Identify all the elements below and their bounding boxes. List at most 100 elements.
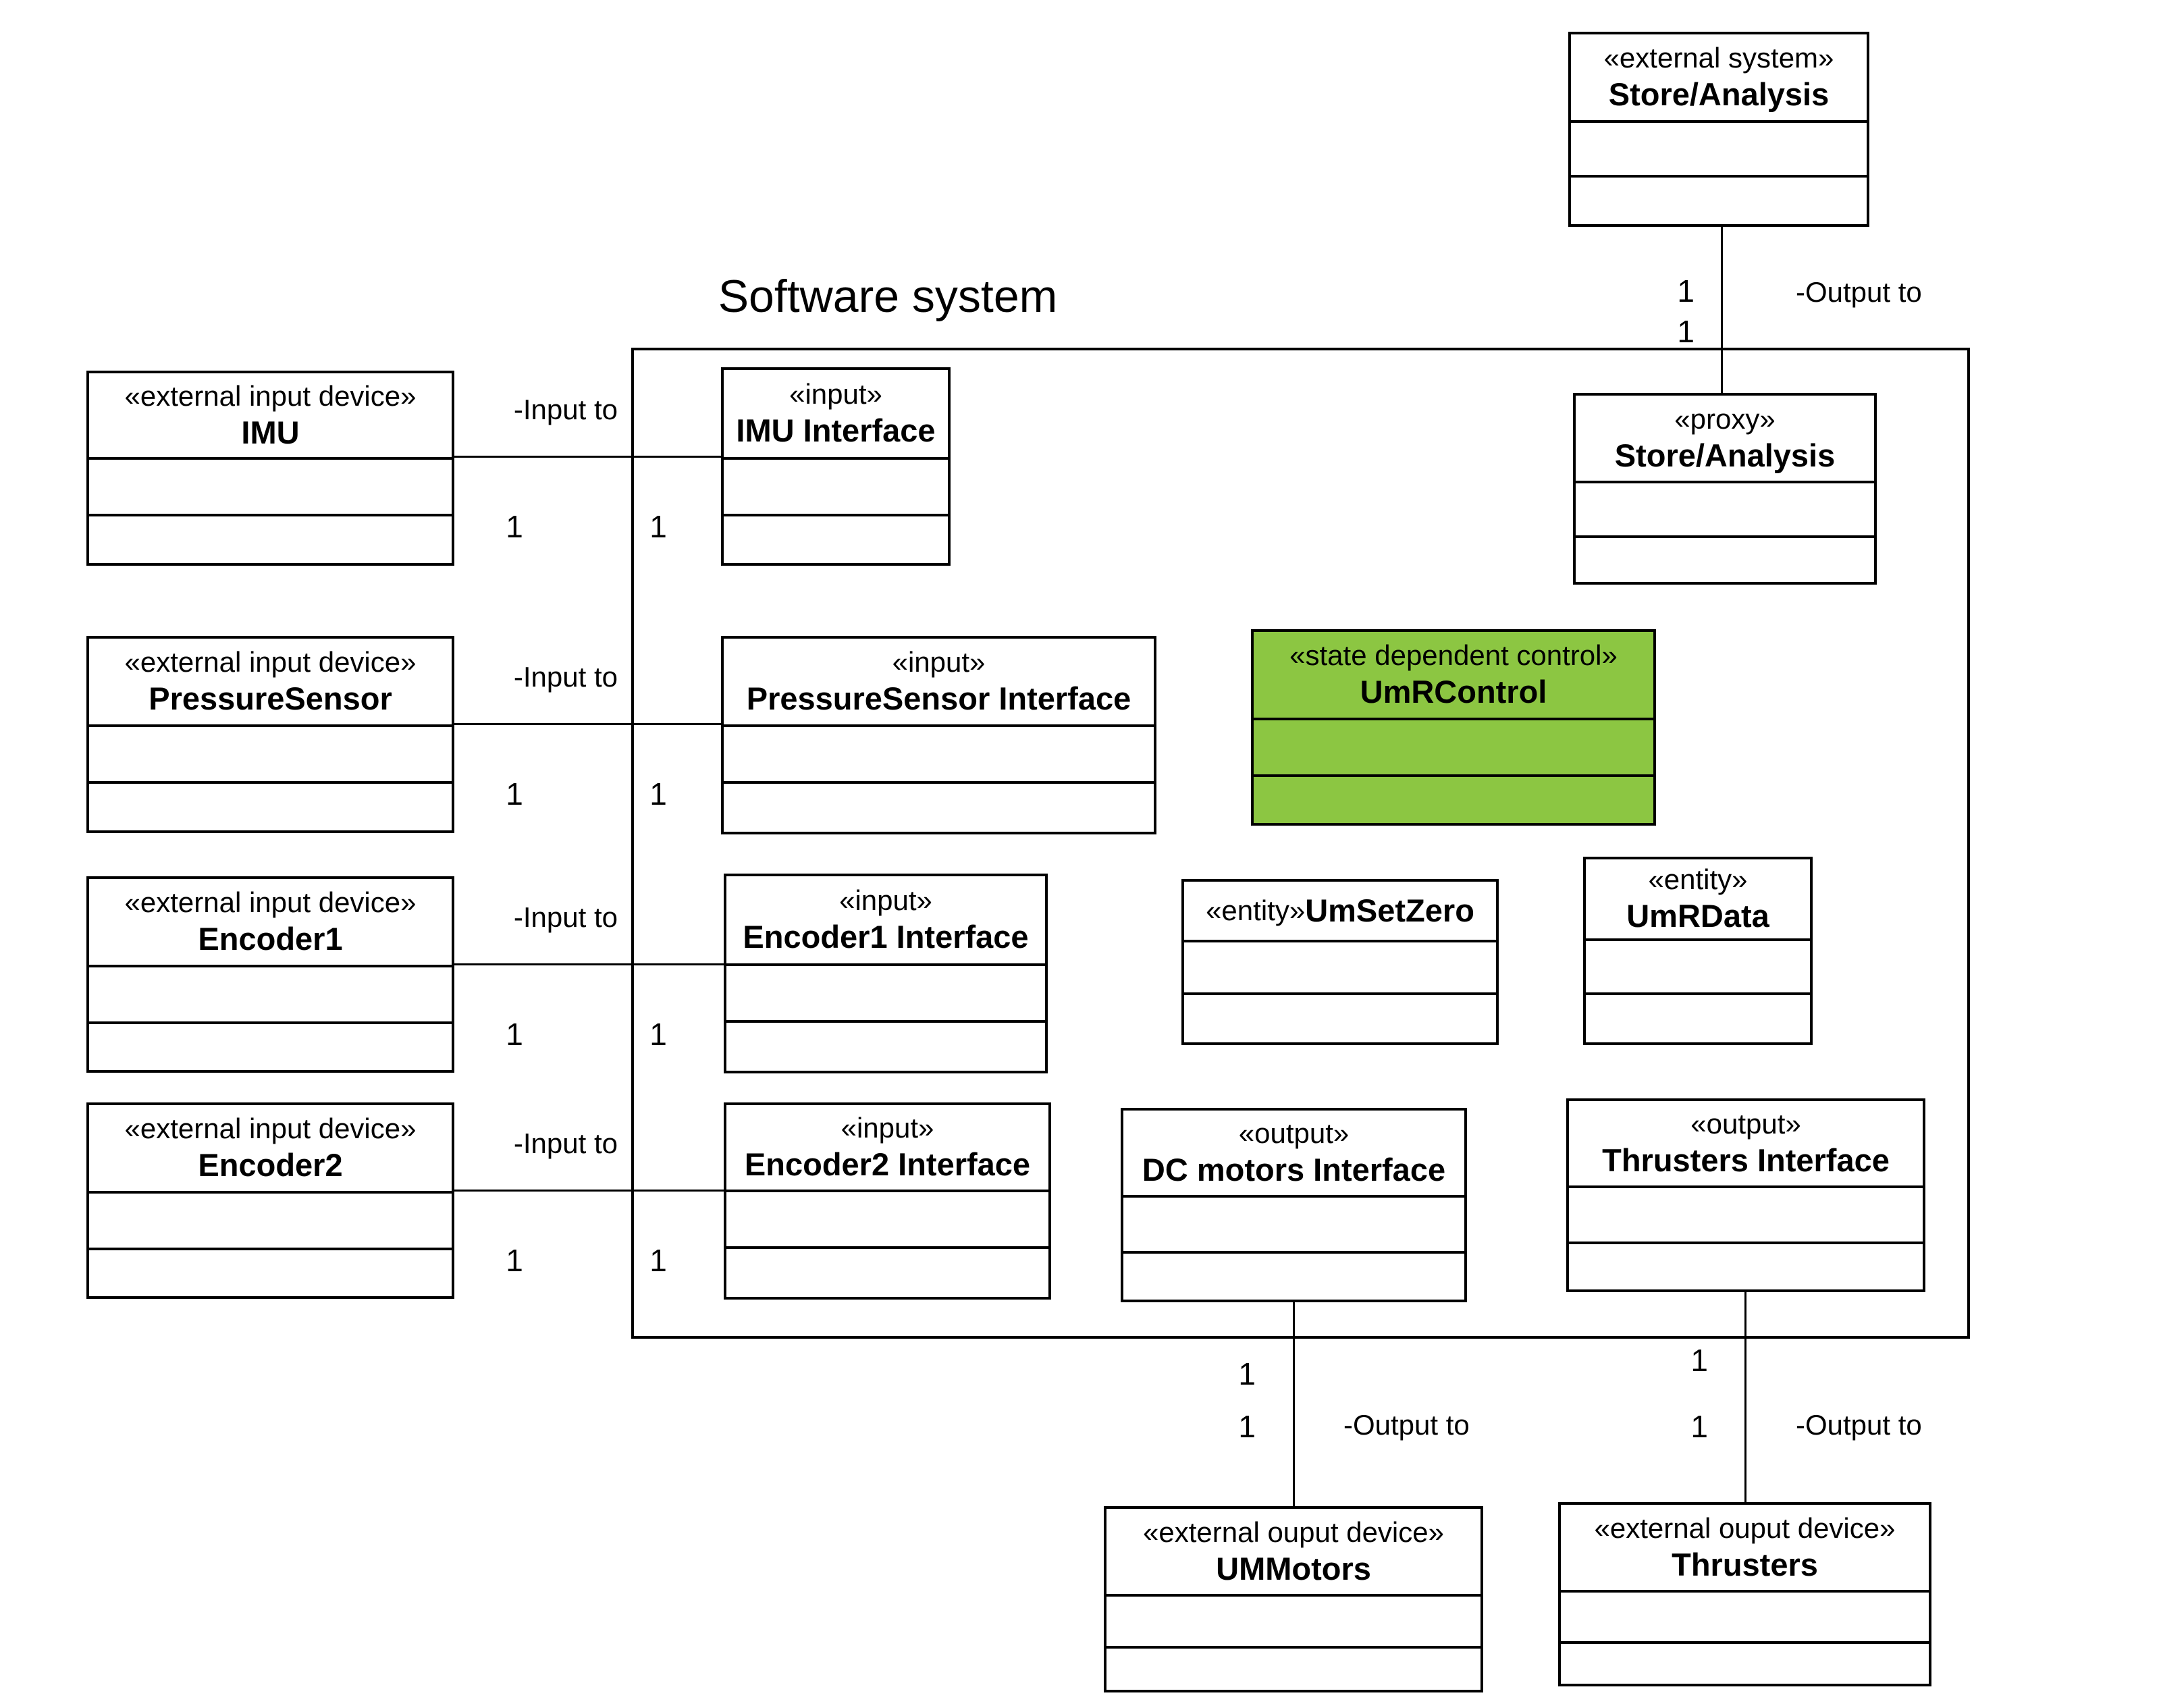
- class-box-pressuresensor: «external input device» PressureSensor: [86, 636, 454, 833]
- class-box-umsetzero: «entity»UmSetZero: [1181, 879, 1499, 1045]
- class-title: «input» IMU Interface: [724, 370, 948, 457]
- operations-compartment: [89, 1248, 452, 1296]
- attributes-compartment: [89, 1191, 452, 1248]
- edge-multiplicity: 1: [1238, 1356, 1256, 1391]
- edge-imu-to-interface: [454, 456, 721, 458]
- edge-multiplicity: 1: [649, 1243, 667, 1278]
- operations-compartment: [89, 1021, 452, 1070]
- attributes-compartment: [1106, 1594, 1480, 1646]
- class-name: Store/Analysis: [1608, 76, 1830, 113]
- class-box-proxy-store-analysis: «proxy» Store/Analysis: [1573, 393, 1877, 585]
- operations-compartment: [1576, 535, 1874, 582]
- system-boundary-title: Software system: [718, 271, 1058, 322]
- class-name: IMU: [241, 414, 300, 450]
- class-box-ext-store-analysis: «external system» Store/Analysis: [1568, 32, 1869, 227]
- class-box-encoder2: «external input device» Encoder2: [86, 1102, 454, 1299]
- class-title: «output» DC motors Interface: [1123, 1111, 1464, 1195]
- edge-role-label: -Input to: [513, 394, 618, 425]
- class-title: «external input device» Encoder1: [89, 879, 452, 965]
- stereotype-label: «proxy»: [1674, 402, 1776, 435]
- attributes-compartment: [89, 724, 452, 781]
- edge-extstore-to-proxy: [1721, 227, 1723, 393]
- operations-compartment: [89, 781, 452, 830]
- class-box-ummotors: «external ouput device» UMMotors: [1104, 1506, 1483, 1692]
- attributes-compartment: [1576, 481, 1874, 535]
- stereotype-label: «external ouput device»: [1143, 1516, 1444, 1548]
- class-box-thrusters-interface: «output» Thrusters Interface: [1566, 1098, 1925, 1292]
- operations-compartment: [1569, 1242, 1923, 1289]
- class-name: Thrusters: [1672, 1546, 1818, 1582]
- class-title: «entity»UmSetZero: [1184, 882, 1496, 940]
- class-box-pressuresensor-interface: «input» PressureSensor Interface: [721, 636, 1156, 834]
- attributes-compartment: [1254, 718, 1653, 774]
- class-name: PressureSensor Interface: [746, 680, 1131, 717]
- class-box-encoder1-interface: «input» Encoder1 Interface: [724, 874, 1048, 1073]
- operations-compartment: [1571, 175, 1867, 224]
- stereotype-label: «output»: [1690, 1108, 1801, 1140]
- stereotype-label: «external input device»: [124, 646, 417, 678]
- stereotype-label: «input»: [841, 1112, 934, 1144]
- stereotype-label: «external system»: [1603, 42, 1834, 74]
- edge-encoder1-to-interface: [454, 963, 724, 965]
- stereotype-label: «state dependent control»: [1289, 639, 1618, 672]
- operations-compartment: [1184, 992, 1496, 1042]
- operations-compartment: [726, 1020, 1045, 1071]
- class-name: Store/Analysis: [1614, 437, 1836, 473]
- attributes-compartment: [1569, 1185, 1923, 1242]
- stereotype-label: «entity»: [1206, 895, 1306, 927]
- edge-role-label: -Output to: [1796, 1409, 1922, 1441]
- class-name: UMMotors: [1216, 1550, 1371, 1586]
- attributes-compartment: [724, 724, 1154, 781]
- class-box-imu-interface: «input» IMU Interface: [721, 367, 951, 566]
- operations-compartment: [1123, 1251, 1464, 1300]
- class-name: Thrusters Interface: [1602, 1142, 1890, 1179]
- class-title: «external system» Store/Analysis: [1571, 34, 1867, 120]
- class-box-umrcontrol: «state dependent control» UmRControl: [1251, 629, 1656, 826]
- class-name: UmSetZero: [1305, 892, 1474, 929]
- edge-multiplicity: 1: [506, 1017, 523, 1052]
- stereotype-label: «entity»: [1648, 863, 1748, 896]
- edge-role-label: -Input to: [513, 1127, 618, 1159]
- class-name: Encoder1 Interface: [743, 919, 1029, 955]
- edge-thrustersif-to-thrusters: [1744, 1292, 1746, 1502]
- attributes-compartment: [1123, 1195, 1464, 1251]
- class-title: «input» PressureSensor Interface: [724, 639, 1154, 724]
- edge-dcmotors-to-ummotors: [1293, 1302, 1295, 1506]
- edge-multiplicity: 1: [506, 1243, 523, 1278]
- stereotype-label: «output»: [1238, 1117, 1350, 1150]
- operations-compartment: [1586, 992, 1810, 1042]
- edge-role-label: -Input to: [513, 661, 618, 693]
- operations-compartment: [724, 781, 1154, 832]
- attributes-compartment: [1561, 1590, 1929, 1641]
- system-boundary: [631, 348, 1970, 1339]
- edge-multiplicity: 1: [1690, 1343, 1708, 1378]
- attributes-compartment: [89, 965, 452, 1021]
- stereotype-label: «input»: [839, 884, 932, 917]
- operations-compartment: [726, 1246, 1048, 1297]
- edge-role-label: -Output to: [1343, 1409, 1470, 1441]
- class-box-encoder1: «external input device» Encoder1: [86, 876, 454, 1073]
- edge-multiplicity: 1: [649, 1017, 667, 1052]
- stereotype-label: «external input device»: [124, 886, 417, 919]
- stereotype-label: «input»: [789, 378, 882, 410]
- class-box-imu: «external input device» IMU: [86, 371, 454, 566]
- edge-multiplicity: 1: [1690, 1409, 1708, 1444]
- operations-compartment: [724, 514, 948, 563]
- class-name: IMU Interface: [736, 412, 936, 449]
- edge-encoder2-to-interface: [454, 1190, 724, 1192]
- edge-multiplicity: 1: [1238, 1409, 1256, 1444]
- edge-multiplicity: 1: [1677, 273, 1695, 309]
- class-name: UmRData: [1626, 898, 1769, 934]
- edge-multiplicity: 1: [649, 509, 667, 544]
- class-title: «state dependent control» UmRControl: [1254, 632, 1653, 718]
- class-name: DC motors Interface: [1142, 1152, 1446, 1188]
- edge-role-label: -Input to: [513, 901, 618, 933]
- edge-pressure-to-interface: [454, 723, 721, 725]
- class-title: «input» Encoder1 Interface: [726, 876, 1045, 963]
- edge-multiplicity: 1: [1677, 314, 1695, 349]
- class-box-thrusters: «external ouput device» Thrusters: [1558, 1502, 1931, 1686]
- edge-multiplicity: 1: [649, 776, 667, 811]
- class-name: Encoder2: [198, 1147, 343, 1183]
- class-title: «external input device» Encoder2: [89, 1105, 452, 1191]
